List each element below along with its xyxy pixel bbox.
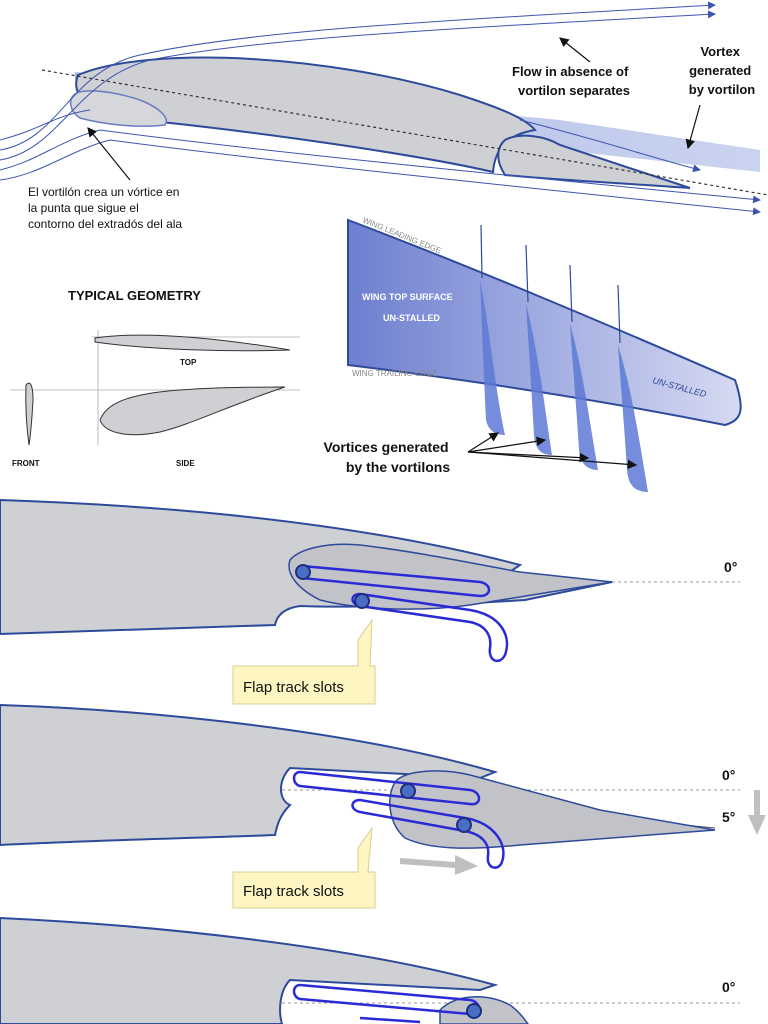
vortex-label: Vortex generated by vortilon: [689, 44, 756, 97]
vortex-label-line: Vortex: [700, 44, 740, 59]
vortices-pointer: [467, 432, 500, 453]
chord-line: [41, 69, 768, 196]
flap-track-lower: [351, 798, 505, 869]
flap-section: [288, 543, 613, 610]
wing-planform: WING LEADING EDGE WING TOP SURFACE UN-ST…: [324, 216, 742, 492]
motion-arrow: [400, 855, 478, 875]
callout-box: [232, 618, 376, 705]
flap-roller: [354, 593, 370, 609]
flap-track-upper: [292, 770, 481, 806]
flow-label: Flow in absence of vortilon separates: [512, 64, 632, 98]
airfoil-vortilon-diagram: Flow in absence of vortilon separates Vo…: [0, 1, 768, 231]
vortices-pointer: [467, 451, 638, 470]
vortex-plume: [480, 224, 505, 435]
vortex-plume: [569, 264, 598, 470]
spanish-note-line: la punta que sigue el: [28, 201, 139, 215]
angle-label: 0°: [722, 767, 735, 783]
top-view-shape: [94, 334, 291, 352]
flap-panel-partial: 0°: [0, 916, 740, 1024]
flap-panel-0-deg: 0° Flap track slots: [0, 498, 740, 705]
side-label: SIDE: [176, 459, 195, 468]
top-label: TOP: [180, 358, 197, 367]
callout-text: Flap track slots: [243, 679, 344, 696]
vortices-label-line: Vortices generated: [324, 439, 449, 455]
vortex-plume: [525, 244, 552, 455]
unstalled-label-1: UN-STALLED: [383, 313, 440, 323]
wing-section: [0, 703, 499, 847]
flap-roller: [466, 1003, 482, 1019]
front-view-shape: [25, 382, 34, 446]
angle-label: 5°: [722, 809, 735, 825]
flow-line: [0, 1, 716, 151]
angle-label: 0°: [724, 559, 737, 575]
flow-line: [0, 129, 761, 204]
flow-line: [0, 10, 716, 161]
vortex-pointer: [685, 104, 701, 150]
top-surface-label: WING TOP SURFACE: [362, 292, 453, 302]
flow-label-line: vortilon separates: [518, 83, 630, 98]
angle-label: 0°: [722, 979, 735, 995]
flow-line: [519, 119, 701, 173]
vortex-plume: [617, 284, 648, 492]
vortex-label-line: by vortilon: [689, 82, 756, 97]
geometry-title: TYPICAL GEOMETRY: [68, 288, 201, 303]
vortices-label: Vortices generated by the vortilons: [324, 439, 453, 475]
flap-roller: [295, 564, 311, 580]
trailing-edge-label: WING TRAILING EDGE: [352, 369, 438, 378]
flap-airfoil: [497, 134, 691, 189]
spanish-note-line: contorno del extradós del ala: [28, 217, 182, 231]
wing-section: [0, 916, 499, 1024]
vortices-label-line: by the vortilons: [346, 459, 450, 475]
flap-section: [389, 770, 716, 849]
front-label: FRONT: [12, 459, 40, 468]
vortilon-pointer: [87, 127, 131, 181]
vortex-label-line: generated: [689, 63, 751, 78]
typical-geometry: TYPICAL GEOMETRY TOP FRONT SIDE: [10, 288, 300, 468]
flap-track-lower: [359, 1016, 421, 1024]
spanish-note-line: El vortilón crea un vórtice en: [28, 185, 179, 199]
flap-roller: [456, 817, 472, 833]
callout-box: [232, 826, 376, 909]
deflection-arrow: [748, 790, 766, 835]
flap-section: [439, 996, 529, 1024]
flow-pointer: [559, 37, 591, 63]
vortices-pointer: [467, 436, 547, 453]
flow-line: [0, 109, 91, 141]
flap-roller: [400, 783, 416, 799]
flow-line: [0, 139, 761, 216]
flow-label-line: Flow in absence of: [512, 64, 629, 79]
spanish-note: El vortilón crea un vórtice en la punta …: [28, 185, 183, 231]
side-view-shape: [99, 386, 286, 436]
flap-panel-5-deg: 0° 5° Flap track slots: [0, 703, 766, 909]
callout-text: Flap track slots: [243, 883, 344, 900]
